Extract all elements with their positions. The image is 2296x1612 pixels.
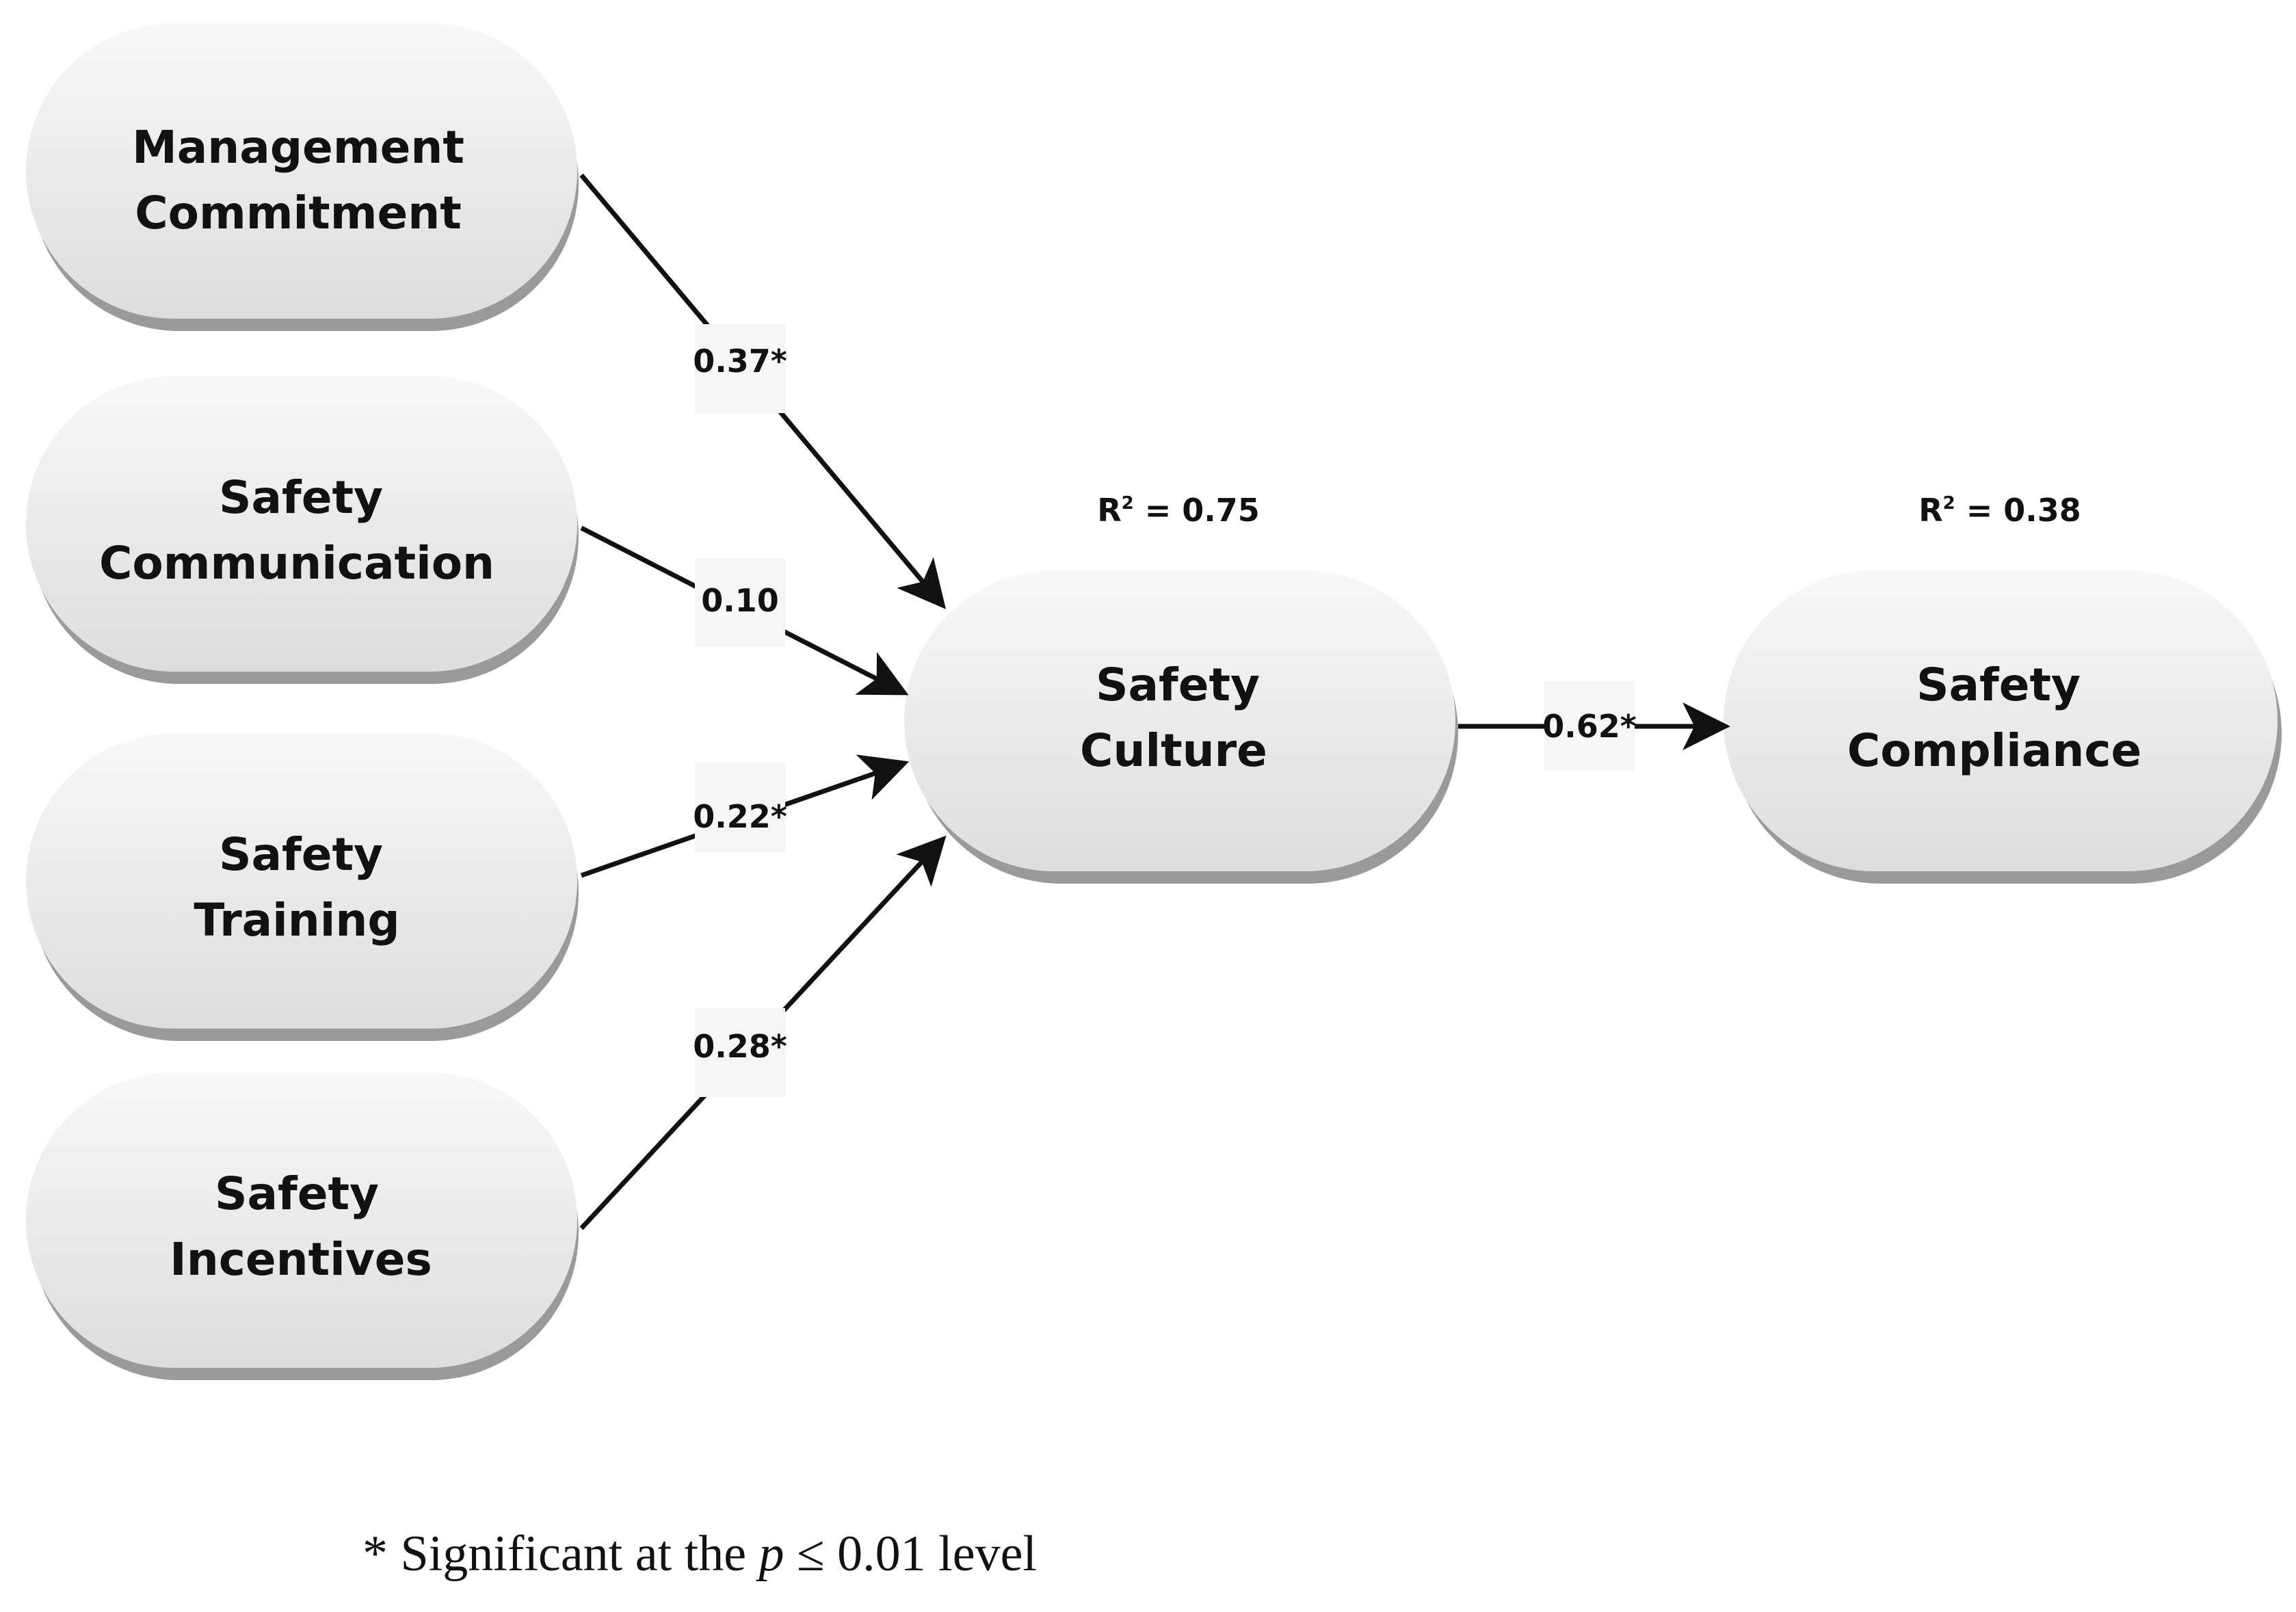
r2-label-compliance: R2 = 0.38 — [1918, 492, 2081, 529]
footnote-suffix: ≤ 0.01 level — [784, 1526, 1037, 1582]
node-label-line1: Management — [132, 121, 464, 174]
footnote-symbol: p — [758, 1526, 784, 1582]
node-safety-training: Safety Training — [26, 733, 579, 1041]
path-label-training: 0.22* — [693, 763, 787, 852]
node-label-line2: Culture — [1080, 724, 1267, 777]
footnote-prefix: * Significant at the — [362, 1526, 759, 1582]
path-coefficient: 0.28* — [693, 1028, 787, 1065]
node-label-line1: Safety — [1916, 659, 2081, 711]
node-label-line1: Safety — [215, 1167, 379, 1220]
path-label-incentives: 0.28* — [693, 1008, 787, 1097]
path-label-culture-compliance: 0.62* — [1542, 681, 1637, 770]
significance-footnote: * Significant at the p ≤ 0.01 level — [362, 1525, 1037, 1583]
path-coefficient: 0.62* — [1542, 708, 1637, 745]
node-safety-compliance: Safety Compliance — [1724, 570, 2282, 884]
path-label-communication: 0.10 — [695, 558, 785, 647]
node-safety-incentives: Safety Incentives — [26, 1072, 579, 1380]
node-label-line2: Communication — [99, 537, 494, 590]
r2-label-culture: R2 = 0.75 — [1097, 492, 1260, 529]
node-safety-communication: Safety Communication — [26, 376, 579, 684]
node-label-line2: Incentives — [170, 1233, 432, 1286]
path-coefficient: 0.22* — [693, 798, 787, 835]
node-label-line2: Training — [194, 894, 399, 947]
node-label-line1: Safety — [1096, 659, 1260, 711]
path-label-management: 0.37* — [693, 324, 787, 413]
node-label-line2: Compliance — [1847, 724, 2141, 777]
node-management-commitment: Management Commitment — [26, 23, 579, 331]
node-safety-culture: Safety Culture — [904, 570, 1458, 884]
node-label-line1: Safety — [219, 471, 383, 524]
path-coefficient: 0.10 — [701, 582, 779, 619]
node-label-line2: Commitment — [135, 187, 462, 239]
path-coefficient: 0.37* — [693, 343, 787, 380]
node-label-line1: Safety — [219, 828, 383, 881]
